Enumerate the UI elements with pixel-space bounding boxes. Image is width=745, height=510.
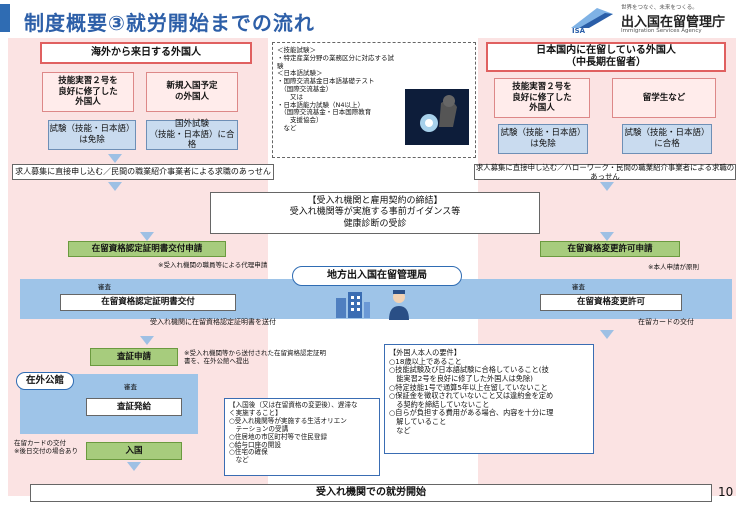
arrow-right-2	[600, 232, 614, 241]
bureau-label-pill	[292, 266, 462, 286]
welder-illustration-icon	[405, 89, 469, 145]
logo-abbr: ISA	[572, 27, 586, 35]
visa-issue-box: 査証発給	[86, 398, 182, 416]
new-entry-box: 新規入国予定 の外国人	[146, 72, 238, 112]
card-left-note: 在留カードの交付 ※後日交付の場合あり	[14, 439, 78, 455]
right-header: 日本国内に在留している外国人 （中長期在留者）	[486, 42, 726, 72]
left-header: 海外から来日する外国人	[40, 42, 252, 64]
exempt-right-box: 試験（技能・日本語） は免除	[498, 124, 588, 154]
review-embassy-label: 審査	[124, 383, 137, 391]
isa-logo-icon	[571, 8, 613, 28]
title-bar: 制度概要③就労開始までの流れ ISA 世界をつなぐ、未来をつくる。 出入国在留管…	[0, 0, 745, 38]
bureau-label: 地方出入国在留管理局	[327, 269, 427, 281]
logo-tagline: 世界をつなぐ、未来をつくる。	[621, 5, 698, 11]
arrow-right-1	[600, 182, 614, 191]
page-number: 10	[718, 485, 734, 499]
coe-apply-note: ※受入れ機関の職員等による代理申請	[158, 261, 268, 269]
entry-bar: 入国	[86, 442, 182, 460]
arrow-left-4	[140, 336, 154, 345]
arrival-text: 【入国後（又は在留資格の変更後）、遅滞な く実施すること】 ○受入れ機関等が実施…	[229, 401, 358, 465]
job-left-bar: 求人募集に直接申し込む／民間の職業紹介事業者による求職のあっせん	[12, 164, 274, 180]
change-apply-bar: 在留資格変更許可申請	[540, 241, 680, 257]
visa-apply-bar: 査証申請	[90, 348, 178, 366]
job-right-bar: 求人募集に直接申し込む／ハローワーク・民間の職業紹介事業者による求職のあっせん	[474, 162, 736, 181]
exam-info-box: ＜技能試験＞ ・特定産業分野の業務区分に対応する試験 ＜日本語試験＞ ・国際交流…	[272, 42, 476, 158]
arrow-left-2	[108, 182, 122, 191]
tech-intern-left-box: 技能実習２号を 良好に修了した 外国人	[42, 72, 134, 112]
pass-domestic-box: 試験（技能・日本語） に合格	[622, 124, 712, 154]
arrow-left-1	[108, 154, 122, 163]
title-stripe	[0, 4, 10, 32]
exempt-left-box: 試験（技能・日本語） は免除	[48, 120, 136, 150]
card-issue-right-label: 在留カードの交付	[638, 318, 694, 326]
page-title: 制度概要③就労開始までの流れ	[24, 11, 315, 35]
bureau-building-icon	[336, 292, 370, 318]
contract-box: 【受入れ機関と雇用契約の締結】 受入れ機関等が実施する事前ガイダンス等 健康診断…	[210, 192, 540, 234]
officer-icon	[389, 290, 409, 320]
review-right-label: 審査	[572, 283, 585, 291]
arrow-left-3	[140, 232, 154, 241]
coe-apply-bar: 在留資格認定証明書交付申請	[68, 241, 226, 257]
visa-note: ※受入れ機関等から送付された在留資格認定証明 書を、在外公館へ提出	[184, 349, 326, 365]
arrival-box: 【入国後（又は在留資格の変更後）、遅滞な く実施すること】 ○受入れ機関等が実施…	[224, 398, 380, 476]
review-left-label: 審査	[98, 283, 111, 291]
coe-send-label: 受入れ機関に在留資格認定証明書を送付	[150, 318, 276, 326]
embassy-pill	[16, 372, 74, 390]
pass-abroad-box: 国外試験 （技能・日本語）に合格	[146, 119, 238, 150]
exam-info-text: ＜技能試験＞ ・特定産業分野の業務区分に対応する試験 ＜日本語試験＞ ・国際交流…	[277, 46, 394, 132]
change-apply-note: ※本人申請が原則	[648, 263, 699, 271]
start-bar: 受入れ機関での就労開始	[30, 484, 712, 502]
requirements-box: 【外国人本人の要件】 ○18歳以上であること ○技能試験及び日本語試験に合格して…	[384, 344, 594, 454]
requirements-text: 【外国人本人の要件】 ○18歳以上であること ○技能試験及び日本語試験に合格して…	[389, 348, 554, 435]
coe-issue-box: 在留資格認定証明書交付	[60, 294, 236, 311]
arrow-left-5	[127, 462, 141, 471]
logo-english: Immigration Services Agency	[621, 28, 702, 34]
tech-intern-right-box: 技能実習２号を 良好に修了した 外国人	[494, 78, 590, 118]
arrow-right-3	[600, 330, 614, 339]
logo-name: 出入国在留管理庁	[621, 15, 726, 30]
embassy-label: 在外公館	[25, 375, 64, 387]
student-box: 留学生など	[612, 78, 716, 118]
change-grant-box: 在留資格変更許可	[540, 294, 682, 311]
